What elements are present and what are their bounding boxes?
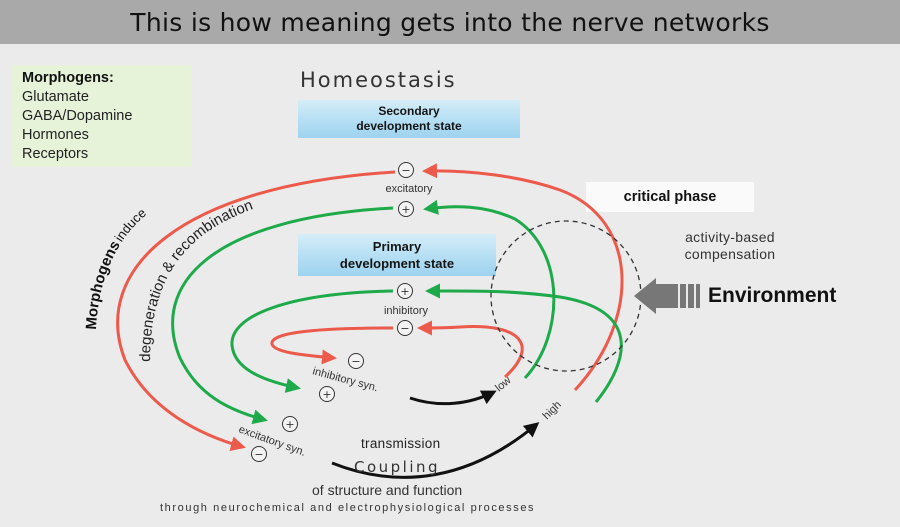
coupling-label: Coupling [354,458,441,476]
secondary-state-line2: development state [356,119,462,133]
critical-phase-label: critical phase [623,189,717,205]
left-red-arrow [116,170,396,451]
inner-green-arrow [230,289,394,393]
morphogens-box: Morphogens: Glutamate GABA/Dopamine Horm… [12,65,192,167]
black-arrow-high [331,422,540,479]
compensation-line1: activity-based [685,229,775,245]
primary-state-line2: development state [339,256,455,271]
inner-red-arrow-right [417,320,524,379]
sign-minus: − [401,164,410,177]
processes-label: through neurochemical and electrophysiol… [160,502,536,514]
morphogen-item: Glutamate [22,89,89,105]
inhibitory-label: inhibitory [384,305,429,317]
morphogen-item: Hormones [22,127,89,143]
node-excitatory-syn-plus: + [282,416,298,432]
environment-arrow [634,278,700,314]
outer-green-arrow [423,199,556,380]
sign-plus: + [401,203,410,216]
critical-phase-circle [490,220,642,372]
black-arrow-low [409,390,497,406]
inner-red-arrow-left [270,326,394,365]
secondary-state-line1: Secondary [378,104,440,118]
homeostasis-label: Homeostasis [300,68,457,92]
excitatory-syn-label: excitatory syn. [237,424,307,459]
high-label: high [541,399,564,422]
sign-plus: + [400,285,409,298]
node-excitatory-minus: − [398,162,414,178]
sign-minus: − [254,448,263,461]
title-bar: This is how meaning gets into the nerve … [0,0,900,44]
structure-function-label: of structure and function [312,482,463,498]
sign-plus: + [322,388,331,401]
low-label: low [493,374,513,394]
excitatory-label: excitatory [385,183,433,195]
sign-plus: + [285,418,294,431]
node-inhibitory-minus: − [397,320,413,336]
page-title: This is how meaning gets into the nerve … [130,7,770,37]
morphogens-heading: Morphogens: [22,70,114,86]
node-inhibitory-syn-minus: − [348,353,364,369]
secondary-state-box: Secondary development state [298,100,520,138]
sign-minus: − [351,355,360,368]
environment-label: Environment [708,284,837,307]
primary-state-line1: Primary [372,239,422,254]
compensation-label: activity-based compensation [660,229,800,263]
primary-state-box: Primary development state [298,234,496,276]
transmission-label: transmission [361,436,441,451]
morphogen-item: GABA/Dopamine [22,108,133,124]
outer-red-arrow [422,163,624,392]
environment-green-arrow [425,283,623,403]
sign-minus: − [400,322,409,335]
induce-label: induce [112,205,149,244]
node-excitatory-syn-minus: − [251,446,267,462]
left-green-arrow [171,206,394,425]
critical-phase-box: critical phase [586,182,754,212]
compensation-line2: compensation [684,246,776,262]
degeneration-recombination-label: degeneration & recombination [137,197,255,362]
morphogens-induce-label: Morphogensinduce [83,205,149,330]
node-excitatory-plus: + [398,201,414,217]
node-inhibitory-plus: + [397,283,413,299]
node-inhibitory-syn-plus: + [319,386,335,402]
morphogen-item: Receptors [22,146,89,162]
